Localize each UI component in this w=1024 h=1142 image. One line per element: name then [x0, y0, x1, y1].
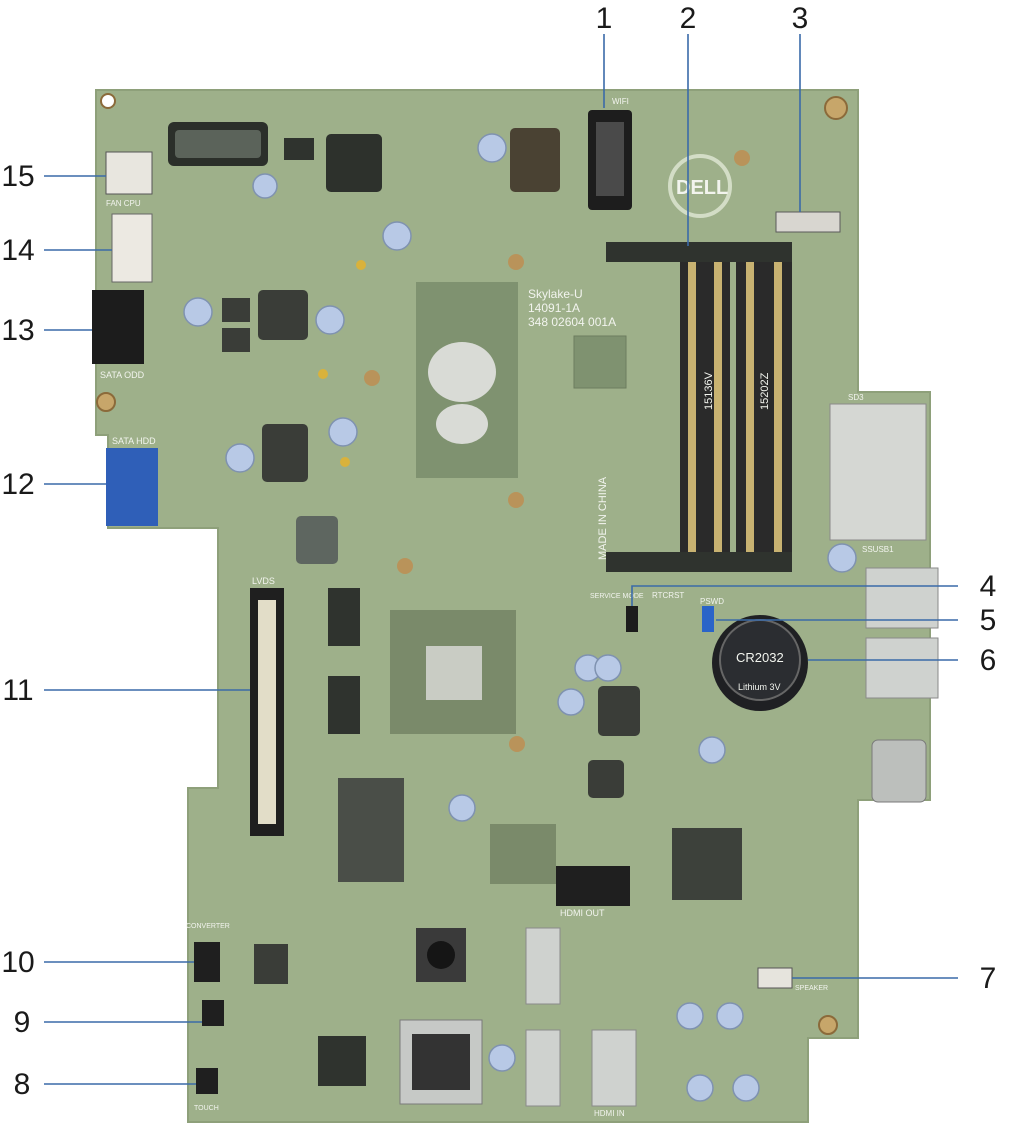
silk-dimm-b: 15202Z [759, 372, 771, 410]
brand-logo-text: DELL [676, 177, 728, 199]
cpu-marking-line3: 348 02604 001A [528, 315, 616, 329]
callout-12: 12 [1, 468, 34, 501]
silk-sata-hdd: SATA HDD [112, 436, 156, 446]
cpu-marking-line2: 14091-1A [528, 301, 580, 315]
silk-pswd: PSWD [700, 597, 724, 606]
battery-label-line1: CR2032 [736, 650, 784, 665]
battery-label-line2: Lithium 3V [738, 682, 781, 692]
callout-4: 4 [980, 570, 997, 603]
callout-14: 14 [1, 234, 34, 267]
motherboard-pcb [95, 89, 931, 1123]
board-components [92, 93, 939, 1107]
silk-service-mode: SERVICE MODE [590, 593, 644, 600]
cpu-marking-line1: Skylake-U [528, 287, 583, 301]
callout-11: 11 [2, 674, 33, 707]
callout-leaders [44, 34, 958, 1085]
callout-3: 3 [792, 2, 809, 35]
silk-hdmi-out: HDMI OUT [560, 908, 605, 918]
callout-15: 15 [1, 160, 34, 193]
silk-rtcrst: RTCRST [652, 591, 684, 600]
callout-5: 5 [980, 604, 997, 637]
leader-4 [631, 585, 958, 606]
callout-7: 7 [980, 962, 997, 995]
silk-hdmi-in: HDMI IN [594, 1109, 625, 1118]
callout-numbers: 1 2 3 4 5 6 7 8 9 10 11 12 13 14 15 [1, 2, 996, 1101]
silk-made-in: MADE IN CHINA [597, 476, 609, 560]
callout-1: 1 [596, 2, 613, 35]
silk-lvds: LVDS [252, 576, 275, 586]
silk-sata-odd: SATA ODD [100, 370, 145, 380]
silk-converter: CONVERTER [186, 923, 230, 930]
silk-wifi: WIFI [612, 97, 629, 106]
callout-13: 13 [1, 314, 34, 347]
board-markings: DELL CR2032 Lithium 3V Skylake-U 14091-1… [100, 97, 894, 1118]
silk-sd: SD3 [848, 393, 864, 402]
silk-speaker: SPEAKER [795, 985, 828, 992]
callout-8: 8 [14, 1068, 31, 1101]
callout-2: 2 [680, 2, 697, 35]
callout-10: 10 [1, 946, 34, 979]
silk-fan: FAN CPU [106, 199, 141, 208]
silk-dimm-a: 15136V [703, 371, 715, 410]
callout-6: 6 [980, 644, 997, 677]
silk-touch: TOUCH [194, 1105, 219, 1112]
callout-9: 9 [14, 1006, 31, 1039]
silk-ssusb: SSUSB1 [862, 545, 894, 554]
